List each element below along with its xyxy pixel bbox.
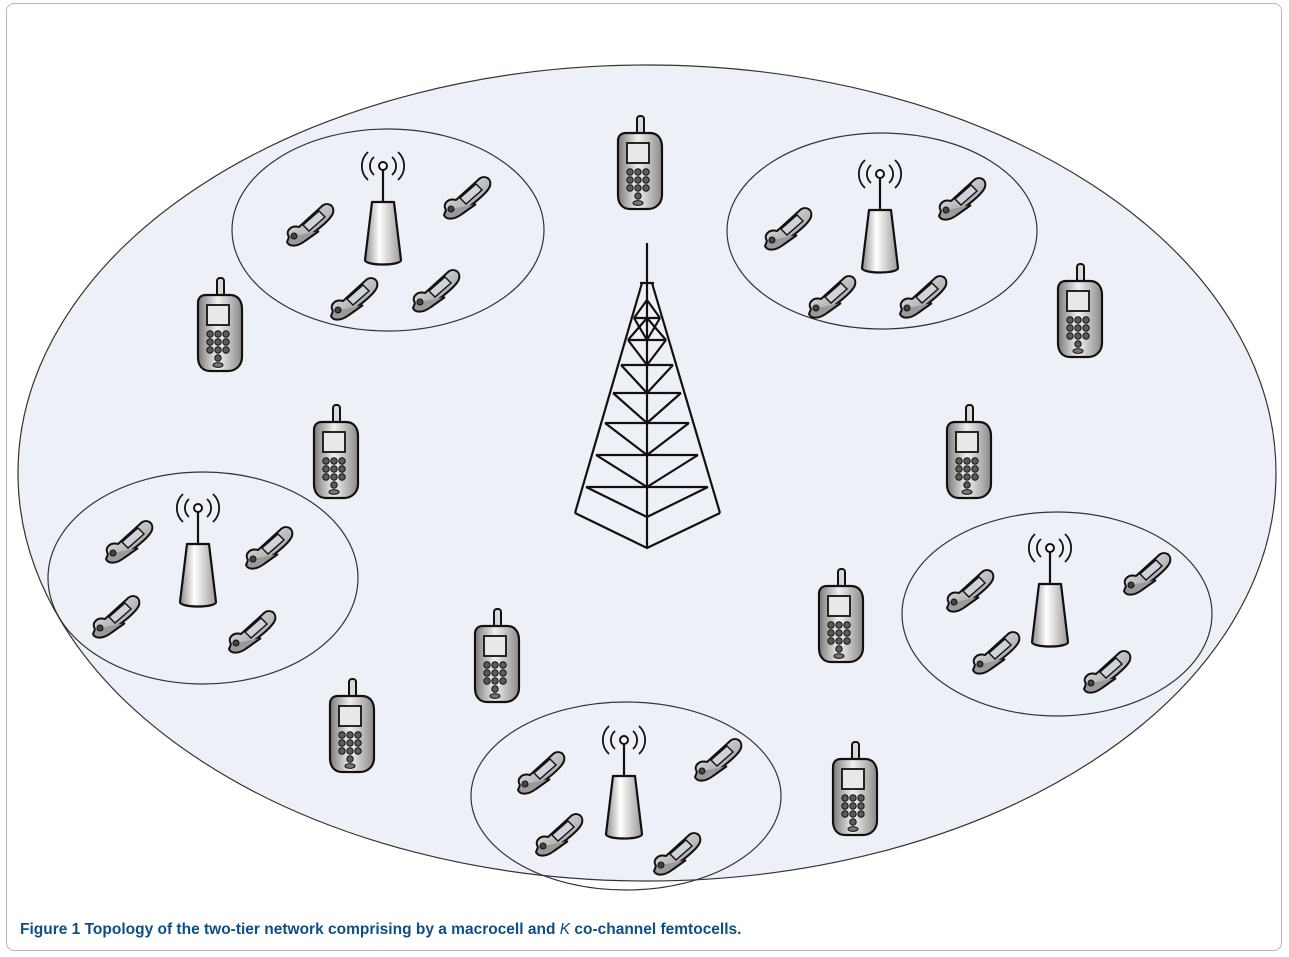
figure-label: Figure 1	[20, 921, 80, 938]
caption-text-end: co-channel femtocells.	[570, 921, 741, 938]
network-topology-diagram	[0, 0, 1289, 915]
caption-symbol: K	[560, 921, 570, 938]
caption-text-start: Topology of the two-tier network compris…	[85, 921, 560, 938]
figure-caption: Figure 1 Topology of the two-tier networ…	[20, 921, 741, 939]
